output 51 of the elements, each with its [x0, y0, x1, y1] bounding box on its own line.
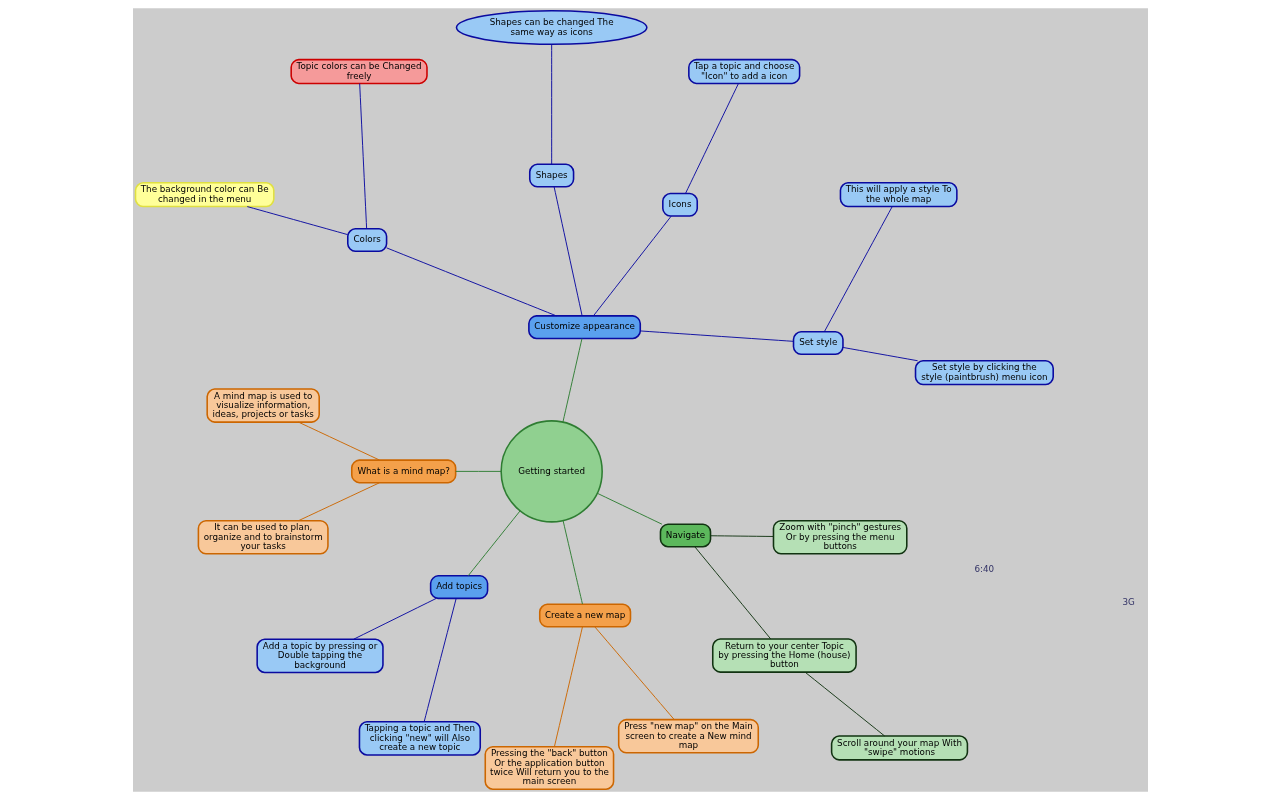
connector	[684, 82, 739, 194]
node-box: Add a topic by pressing or Double tapping the background	[255, 638, 384, 674]
node-box: Add topics	[429, 575, 488, 600]
node-box: Navigate	[659, 523, 711, 548]
connector	[639, 330, 794, 342]
connector	[246, 206, 348, 236]
connector	[804, 671, 885, 737]
connector	[550, 44, 552, 165]
connector	[454, 470, 502, 472]
connector	[709, 535, 774, 537]
connector	[467, 510, 521, 577]
connector	[596, 492, 662, 525]
connector	[297, 421, 380, 461]
node-box: It can be used to plan, organize and to brainstorm your tasks	[197, 519, 329, 555]
connector	[562, 520, 583, 605]
connector	[385, 247, 557, 317]
node-box: Pressing the "back" button Or the application button twice Will return you to the main screen	[484, 745, 614, 790]
label: 3G	[1121, 597, 1135, 608]
connector	[553, 186, 583, 317]
node-box: Colors	[346, 228, 387, 253]
connector	[593, 626, 675, 720]
connector	[842, 347, 918, 362]
node-box: Set style by clicking the style (paintbrush) menu icon	[914, 359, 1054, 386]
node-box: Tap a topic and choose "Icon" to add a icon	[687, 58, 800, 85]
node-box: The background color can Be changed in the menu	[134, 182, 275, 208]
node-box: Set style	[792, 331, 844, 356]
node-circle: Getting started	[499, 420, 603, 523]
connector	[358, 83, 367, 230]
connector	[423, 598, 457, 723]
node-box: What is a mind map?	[350, 459, 456, 484]
label: 6:40	[974, 564, 994, 575]
node-box: Tapping a topic and Then clicking "new" will Also create a new topic	[358, 721, 481, 756]
node-box: This will apply a style To the whole map	[839, 182, 958, 208]
node-box: Create a new map	[538, 603, 631, 628]
connector	[561, 338, 582, 423]
connector	[592, 215, 672, 317]
node-ellipse: Shapes can be changed The same way as icons	[455, 10, 648, 46]
node-box: A mind map is used to visualize information, ideas, projects or tasks	[205, 388, 320, 423]
node-box: Press "new map" on the Main screen to create a New mind map	[617, 718, 759, 754]
node-box: Return to your center Topic by pressing the Home (house) button	[711, 638, 857, 673]
node-box: Customize appearance	[527, 315, 641, 340]
connector	[693, 546, 771, 640]
connector	[823, 206, 893, 333]
node-box: Topic colors can be Changed freely	[289, 58, 428, 85]
node-box: Shapes	[528, 163, 574, 188]
node-box: Scroll around your map With "swipe" motions	[830, 735, 968, 761]
connector	[352, 598, 437, 640]
node-box: Icons	[661, 192, 698, 217]
connector	[297, 482, 380, 522]
connector	[553, 626, 583, 748]
node-box: Zoom with "pinch" gestures Or by pressing the menu buttons	[772, 519, 908, 555]
